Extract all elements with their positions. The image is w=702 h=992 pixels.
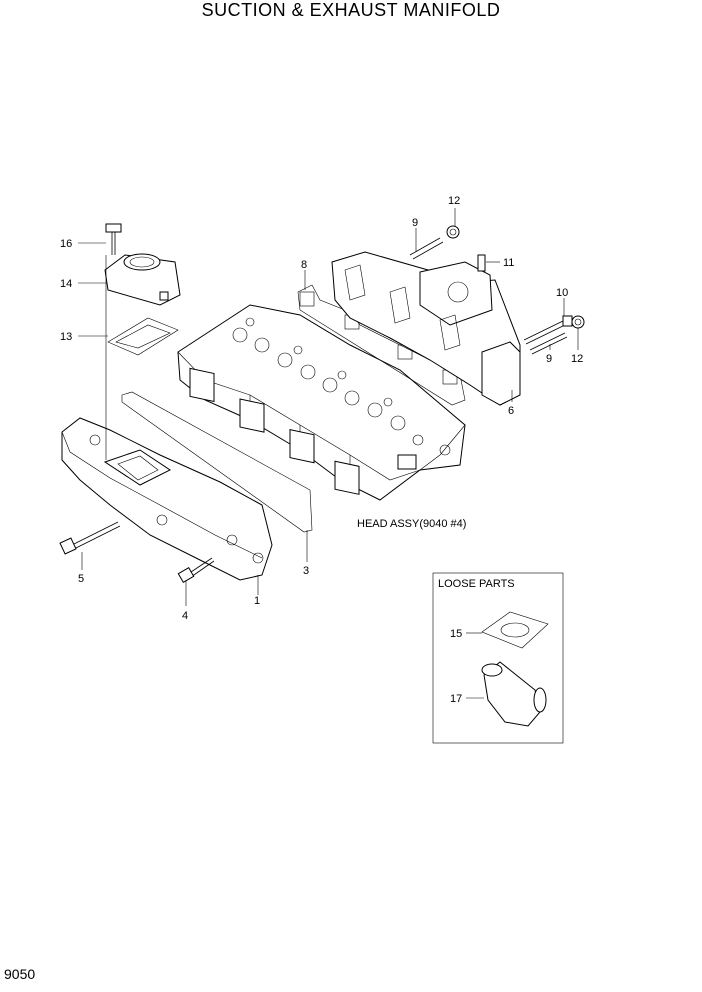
callout-12-upper: 12 <box>448 195 460 207</box>
callout-13: 13 <box>60 331 72 343</box>
callout-11: 11 <box>503 257 514 269</box>
callout-3: 3 <box>303 565 309 577</box>
head-assy-label: HEAD ASSY(9040 #4) <box>357 518 466 530</box>
nut-12-lower <box>571 315 585 329</box>
callout-6: 6 <box>508 405 514 417</box>
thermostat-gasket <box>107 317 179 356</box>
callout-12-lower: 12 <box>571 353 583 365</box>
nut-12-upper <box>446 225 460 239</box>
callout-labels: 1 3 4 5 6 8 9 9 10 11 12 12 13 14 15 16 … <box>60 195 583 705</box>
gasket-15 <box>481 611 549 649</box>
exhaust-manifold <box>331 251 521 406</box>
bolt-10 <box>523 315 573 345</box>
callout-1: 1 <box>254 595 260 607</box>
bolt-5 <box>59 521 121 555</box>
callout-17: 17 <box>450 693 462 705</box>
bolt-4 <box>177 557 215 584</box>
callout-9-upper: 9 <box>412 217 418 229</box>
loose-parts-box: LOOSE PARTS <box>432 572 564 744</box>
inlet-manifold <box>61 417 273 581</box>
callout-10: 10 <box>556 287 568 299</box>
stud-11 <box>477 254 486 272</box>
callout-8: 8 <box>301 259 307 271</box>
stud-9-lower <box>529 332 568 355</box>
page-title: SUCTION & EXHAUST MANIFOLD <box>201 0 501 20</box>
callout-16: 16 <box>60 238 72 250</box>
loose-parts-label: LOOSE PARTS <box>438 578 515 590</box>
callout-14: 14 <box>60 278 72 290</box>
callout-9-lower: 9 <box>546 353 552 365</box>
thermostat-housing <box>104 253 181 306</box>
bolt-16 <box>105 223 122 255</box>
elbow-17 <box>481 661 547 727</box>
cylinder-head <box>177 304 466 501</box>
callout-5: 5 <box>78 573 84 585</box>
inlet-gasket <box>121 391 313 533</box>
stud-9-upper <box>409 237 444 260</box>
callout-15: 15 <box>450 628 462 640</box>
leader-lines <box>78 208 579 699</box>
callout-4: 4 <box>182 610 188 622</box>
page-number: 9050 <box>4 966 36 982</box>
